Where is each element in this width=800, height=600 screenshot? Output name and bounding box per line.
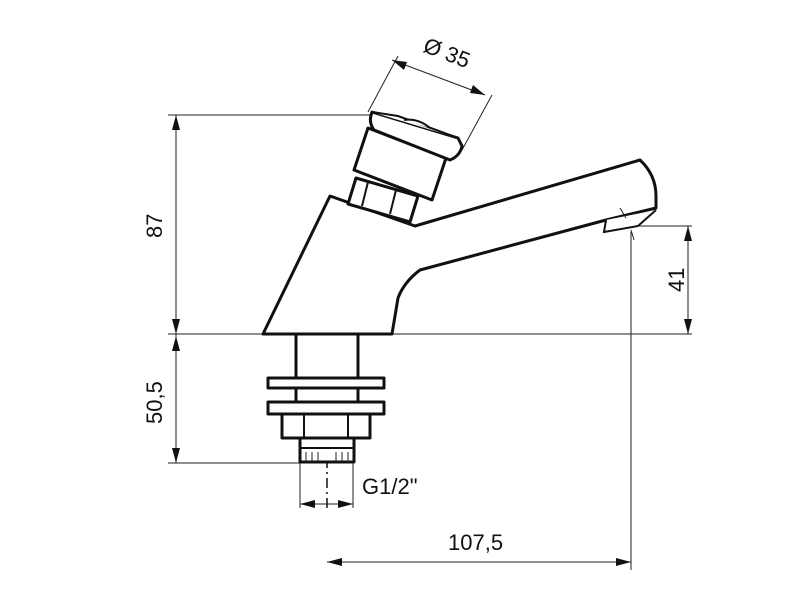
dimension-lines	[168, 55, 692, 570]
diameter-label: Ø 35	[420, 33, 473, 73]
faucet-body	[261, 110, 658, 336]
mounting-shank	[266, 332, 386, 464]
height-shank-label: 50,5	[142, 381, 167, 424]
reach-label: 107,5	[448, 530, 503, 555]
height-spout-label: 41	[664, 268, 689, 292]
height-total-label: 87	[142, 214, 167, 238]
thread-label: G1/2"	[362, 474, 418, 499]
